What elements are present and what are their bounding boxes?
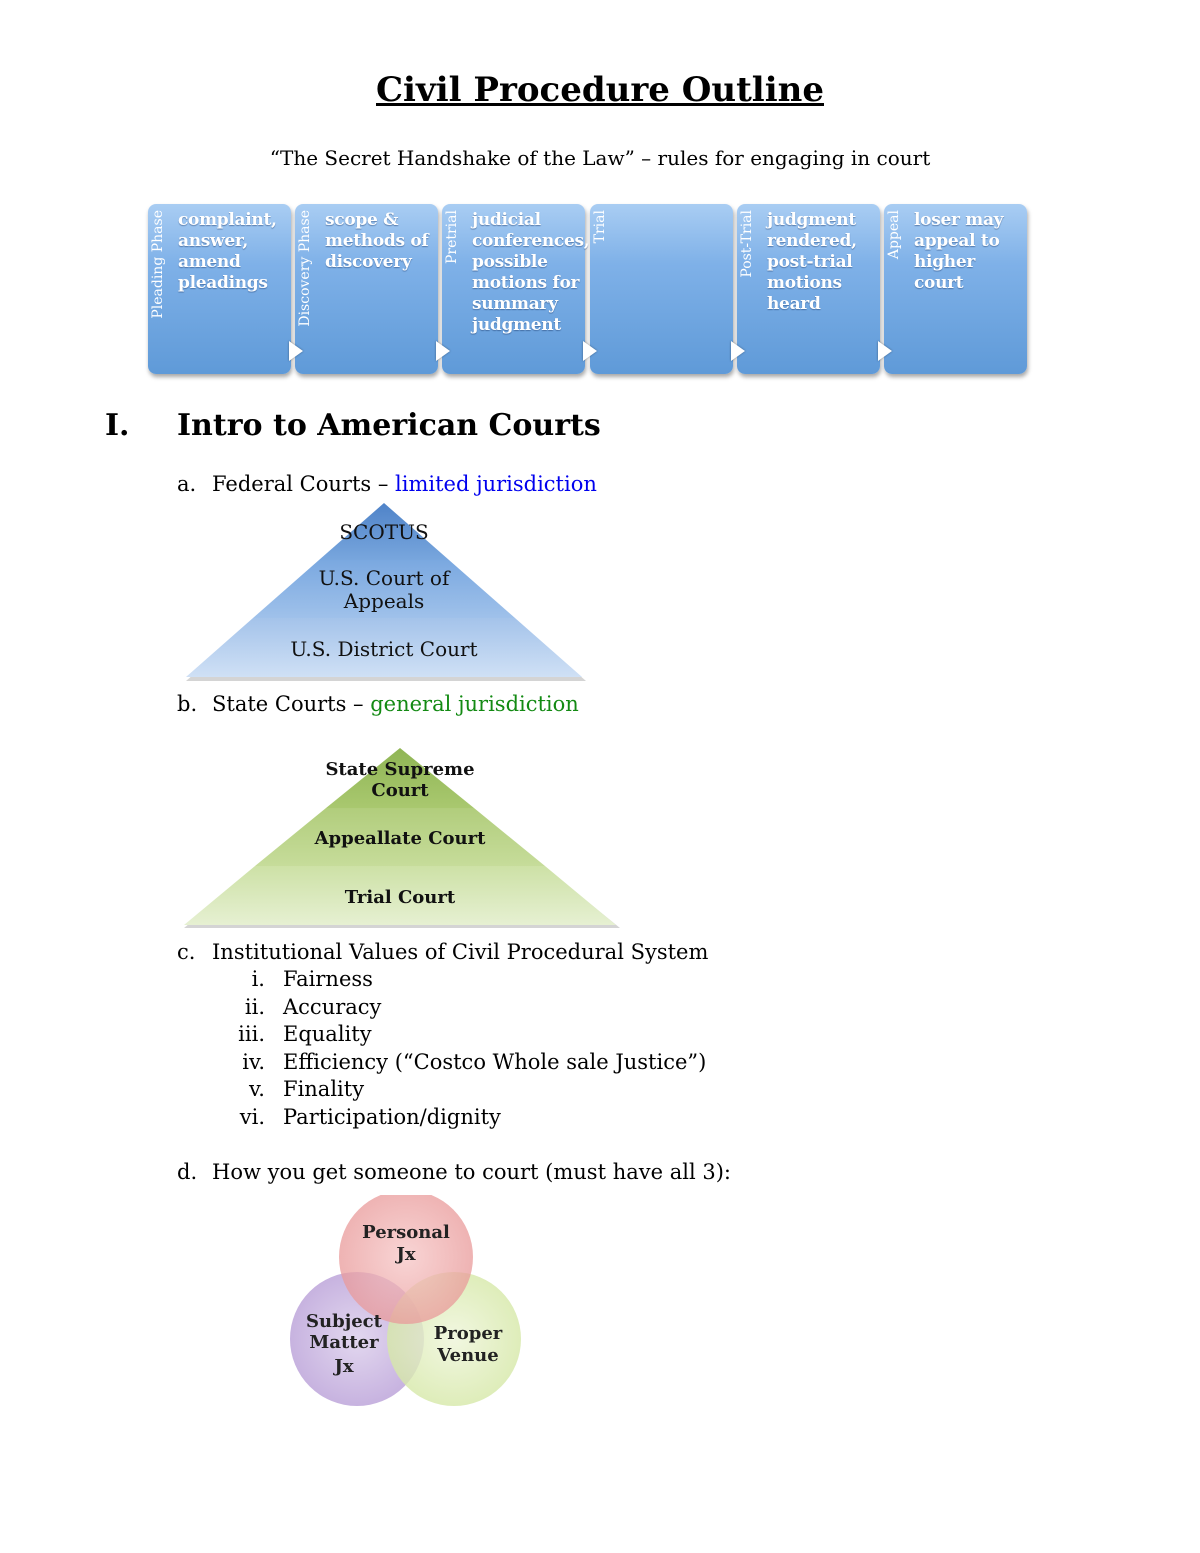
jurisdiction-venn-diagram: Personal Jx Subject Matter Jx Proper Ven… bbox=[290, 1195, 521, 1406]
phase-trial: Trial bbox=[590, 204, 745, 374]
venn-circle-personal bbox=[339, 1195, 473, 1324]
phase-label: Post-Trial bbox=[739, 210, 755, 278]
venn-label-personal-line2: Jx bbox=[394, 1244, 416, 1265]
arrow-right-icon bbox=[583, 341, 597, 361]
tier-label-court-of-appeals-line2: Appeals bbox=[343, 589, 424, 613]
phase-description: complaint, answer, amend pleadings bbox=[178, 210, 277, 293]
phase-description: scope & methods of discovery bbox=[325, 210, 429, 272]
pyramid-tier-top bbox=[319, 503, 449, 560]
federal-courts-pyramid: SCOTUS U.S. Court of Appeals U.S. Distri… bbox=[186, 503, 586, 681]
phase-description: judicial conferences, possible motions f… bbox=[472, 210, 590, 335]
list-item-numeral: iv. bbox=[242, 1050, 265, 1074]
phase-label: Appeal bbox=[886, 210, 902, 260]
arrow-right-icon bbox=[731, 341, 745, 361]
general-jurisdiction-text: general jurisdiction bbox=[370, 692, 579, 716]
tier-label-scotus: SCOTUS bbox=[339, 520, 428, 544]
tier-label-state-supreme-line2: Court bbox=[371, 780, 429, 801]
requirements-heading: How you get someone to court (must have … bbox=[212, 1160, 731, 1184]
pyramid-tier-bottom bbox=[184, 866, 616, 925]
list-item-text: Participation/dignity bbox=[283, 1105, 501, 1129]
tier-label-trial-court: Trial Court bbox=[345, 887, 456, 908]
phase-discovery: Discovery Phase scope & methods of disco… bbox=[295, 204, 450, 374]
venn-label-personal-line1: Personal bbox=[362, 1222, 450, 1243]
tier-label-district-court: U.S. District Court bbox=[290, 637, 477, 661]
list-item-numeral: ii. bbox=[244, 995, 265, 1019]
item-marker-c: c. bbox=[177, 940, 196, 964]
venn-label-subject-line1: Subject bbox=[306, 1311, 383, 1332]
state-courts-label: State Courts – bbox=[212, 692, 371, 716]
phase-description: loser may appeal to higher court bbox=[914, 210, 1004, 293]
document-subtitle: “The Secret Handshake of the Law” – rule… bbox=[269, 146, 931, 170]
pyramid-tier-middle bbox=[255, 808, 545, 866]
phase-label: Discovery Phase bbox=[297, 210, 313, 327]
tier-label-state-supreme-line1: State Supreme bbox=[325, 759, 474, 780]
phase-description: judgment rendered, post-trial motions he… bbox=[767, 210, 857, 314]
state-courts-pyramid: State Supreme Court Appeallate Court Tri… bbox=[184, 748, 620, 928]
list-item-text: Accuracy bbox=[283, 995, 382, 1019]
pyramid-tier-middle bbox=[253, 560, 515, 618]
list-item-text: Equality bbox=[283, 1022, 372, 1046]
phase-appeal: Appeal loser may appeal to higher court bbox=[884, 204, 1027, 374]
venn-label-subject-line3: Jx bbox=[332, 1356, 354, 1377]
phase-pretrial: Pretrial judicial conferences, possible … bbox=[442, 204, 597, 374]
list-item-text: Efficiency (“Costco Whole sale Justice”) bbox=[283, 1050, 707, 1074]
list-item-text: Fairness bbox=[283, 967, 373, 991]
phase-label: Pleading Phase bbox=[150, 210, 166, 319]
institutional-values-heading: Institutional Values of Civil Procedural… bbox=[212, 940, 709, 964]
tier-label-appellate-court: Appeallate Court bbox=[314, 828, 487, 849]
phase-post-trial: Post-Trial judgment rendered, post-trial… bbox=[737, 204, 892, 374]
state-courts-item: State Courts – general jurisdiction bbox=[212, 692, 579, 716]
list-item-numeral: i. bbox=[251, 967, 265, 991]
item-marker-b: b. bbox=[177, 692, 198, 716]
arrow-right-icon bbox=[878, 341, 892, 361]
venn-label-subject-line2: Matter bbox=[309, 1332, 379, 1353]
tier-label-court-of-appeals-line1: U.S. Court of bbox=[319, 566, 451, 590]
list-item-numeral: vi. bbox=[239, 1105, 265, 1129]
limited-jurisdiction-text: limited jurisdiction bbox=[395, 472, 597, 496]
venn-label-venue-line2: Venue bbox=[436, 1345, 498, 1366]
document-title: Civil Procedure Outline bbox=[376, 70, 824, 110]
federal-courts-item: Federal Courts – limited jurisdiction bbox=[212, 472, 597, 496]
list-item-numeral: iii. bbox=[238, 1022, 265, 1046]
phase-label: Trial bbox=[592, 210, 608, 244]
pyramid-tier-bottom bbox=[186, 618, 582, 677]
section-heading: Intro to American Courts bbox=[177, 408, 601, 443]
list-item-numeral: v. bbox=[248, 1077, 265, 1101]
item-marker-a: a. bbox=[177, 472, 197, 496]
section-numeral: I. bbox=[105, 408, 130, 443]
phase-label: Pretrial bbox=[444, 210, 460, 265]
pyramid-tier-top bbox=[326, 748, 474, 808]
venn-label-venue-line1: Proper bbox=[434, 1323, 503, 1344]
item-marker-d: d. bbox=[177, 1160, 198, 1184]
phase-pleading: Pleading Phase complaint, answer, amend … bbox=[148, 204, 303, 374]
federal-courts-label: Federal Courts – bbox=[212, 472, 396, 496]
arrow-right-icon bbox=[436, 341, 450, 361]
arrow-right-icon bbox=[289, 341, 303, 361]
list-item-text: Finality bbox=[283, 1077, 365, 1101]
